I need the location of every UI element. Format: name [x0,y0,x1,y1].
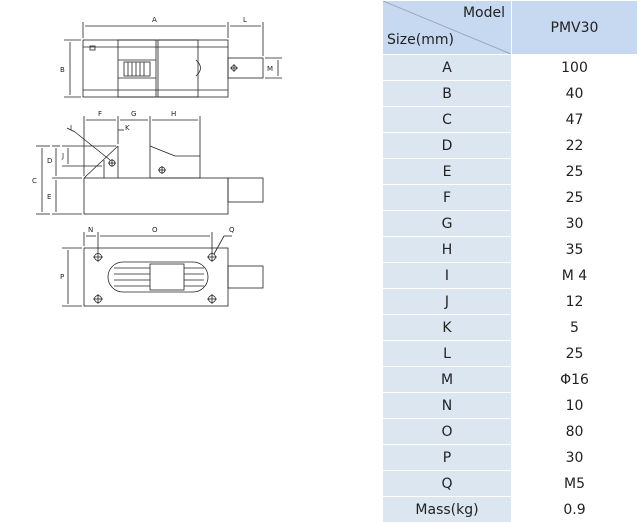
row-value: M 4 [511,262,638,289]
header-size-label: Size(mm) [387,32,454,48]
table-header-row: Model Size(mm) PMV30 [382,0,638,55]
row-value: Φ16 [511,366,638,393]
row-value: 25 [511,158,638,185]
diagonal-divider [383,1,511,54]
dim-label-b: B [60,66,65,74]
dim-label-q: Q [229,226,235,234]
row-label: L [382,340,512,367]
row-label: Q [382,470,512,497]
model-name-header: PMV30 [511,0,638,55]
dim-label-h: H [171,110,176,118]
row-value: 5 [511,314,638,341]
row-value: 100 [511,54,638,81]
row-label: B [382,80,512,107]
table-corner-header: Model Size(mm) [382,0,512,55]
row-label: N [382,392,512,419]
row-label: J [382,288,512,315]
dim-label-e: E [47,193,51,201]
dim-label-p: P [60,273,64,281]
row-label: D [382,132,512,159]
dim-label-n: N [88,226,93,234]
row-value: 40 [511,80,638,107]
table-row: Mass(kg)0.9 [382,496,638,523]
row-value: 30 [511,210,638,237]
dim-label-j: J [61,152,64,160]
row-value: 35 [511,236,638,263]
row-label: Mass(kg) [382,496,512,523]
row-label: I [382,262,512,289]
dim-label-k: K [125,124,130,132]
row-label: F [382,184,512,211]
dim-label-g: G [131,110,136,118]
dim-label-o: O [152,226,158,234]
side-view [36,116,264,215]
row-value: 0.9 [511,496,638,523]
row-value: 25 [511,184,638,211]
row-label: C [382,106,512,133]
dim-label-m: M [267,65,273,73]
dim-label-l: L [243,16,247,24]
row-label: K [382,314,512,341]
row-value: 47 [511,106,638,133]
row-label: H [382,236,512,263]
row-value: 12 [511,288,638,315]
bottom-view [62,232,264,307]
dim-label-i: I [70,124,72,132]
row-label: E [382,158,512,185]
header-model-label: Model [462,5,505,21]
row-label: P [382,444,512,471]
dim-label-a: A [152,16,157,24]
row-label: G [382,210,512,237]
vise-technical-drawing: A L B M F G H I K J D C E N O Q P [32,16,282,307]
dim-label-f: F [98,110,102,118]
row-label: M [382,366,512,393]
row-label: A [382,54,512,81]
top-view [64,22,282,98]
row-value: 22 [511,132,638,159]
row-value: 30 [511,444,638,471]
row-value: M5 [511,470,638,497]
row-label: O [382,418,512,445]
dim-label-c: C [32,177,37,185]
row-value: 80 [511,418,638,445]
row-value: 25 [511,340,638,367]
dim-label-d: D [47,157,52,165]
row-value: 10 [511,392,638,419]
